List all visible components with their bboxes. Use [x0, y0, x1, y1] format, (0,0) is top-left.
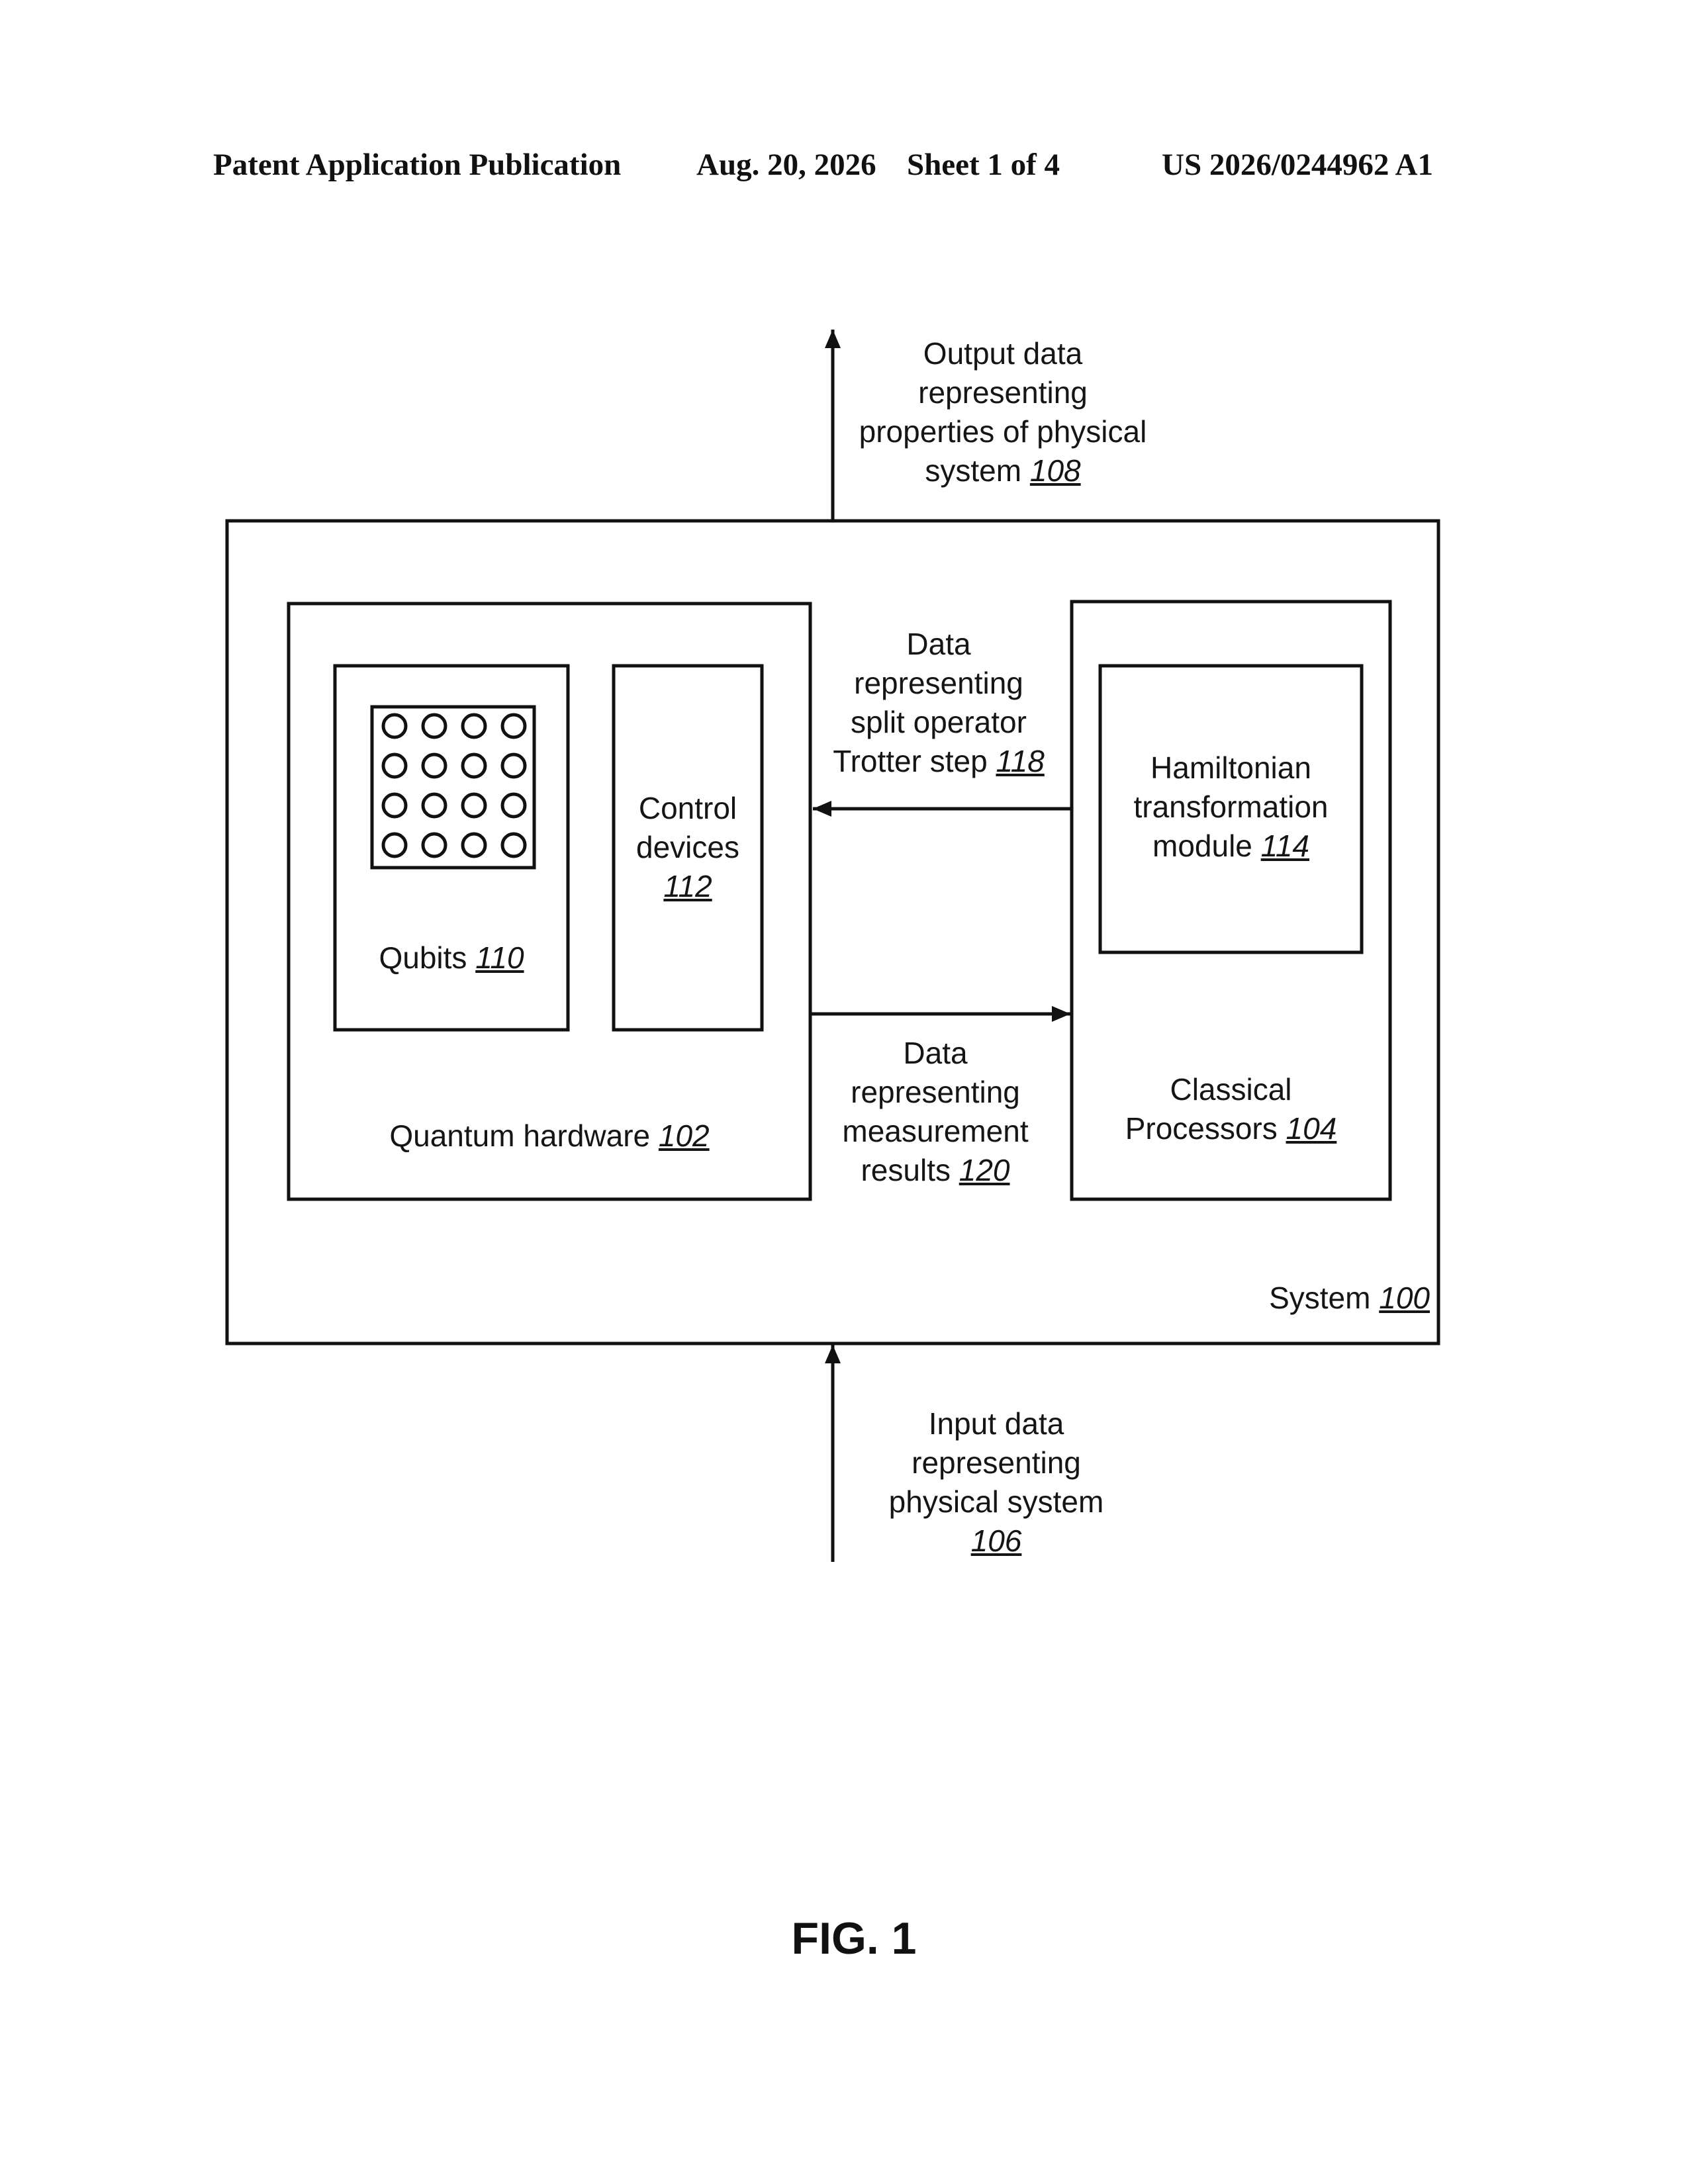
qubit-circle [463, 754, 485, 777]
trotter-line-4: Trotter step [833, 744, 987, 778]
qubits-ref: 110 [475, 940, 524, 975]
measurement-line-4: results [861, 1153, 950, 1187]
hamiltonian-line-2: transformation [1100, 788, 1362, 827]
qubit-circle [423, 794, 445, 817]
system-text: System [1269, 1281, 1370, 1315]
qubits-label: Qubits 110 [335, 938, 568, 978]
trotter-line-1: Data [803, 625, 1074, 664]
output-line-1: Output data [837, 334, 1168, 373]
classical-line-1: Classical [1072, 1070, 1390, 1109]
qubit-circle [463, 794, 485, 817]
qubit-grid [372, 707, 534, 868]
qubit-circles [383, 715, 525, 856]
hamiltonian-line-1: Hamiltonian [1100, 749, 1362, 788]
input-line-3: physical system [857, 1482, 1135, 1522]
output-line-3: properties of physical [837, 412, 1168, 451]
output-line-4: system [925, 453, 1021, 488]
control-devices-label: Control devices 112 [614, 789, 762, 906]
quantum-hardware-text: Quantum hardware [389, 1118, 650, 1153]
trotter-ref: 118 [996, 744, 1044, 778]
output-label: Output data representing properties of p… [837, 334, 1168, 490]
input-line-2: representing [857, 1443, 1135, 1482]
qubit-circle [383, 754, 406, 777]
classical-line-2: Processors [1125, 1111, 1278, 1146]
qubit-circle [463, 715, 485, 737]
input-line-1: Input data [857, 1404, 1135, 1443]
measurement-line-1: Data [803, 1034, 1068, 1073]
measurement-line-3: measurement [803, 1112, 1068, 1151]
qubit-circle [383, 794, 406, 817]
quantum-hardware-label: Quantum hardware 102 [289, 1116, 810, 1156]
qubit-circle [463, 834, 485, 856]
output-line-2: representing [837, 373, 1168, 412]
qubit-circle [502, 715, 525, 737]
trotter-label: Data representing split operator Trotter… [803, 625, 1074, 781]
system-label: System 100 [1225, 1279, 1430, 1318]
hamiltonian-label: Hamiltonian transformation module 114 [1100, 749, 1362, 866]
measurement-label: Data representing measurement results 12… [803, 1034, 1068, 1190]
qubit-circle [383, 715, 406, 737]
output-ref: 108 [1030, 453, 1081, 488]
qubit-circle [502, 754, 525, 777]
qubits-text: Qubits [379, 940, 467, 975]
classical-processors-label: Classical Processors 104 [1072, 1070, 1390, 1148]
qubit-circle [502, 794, 525, 817]
input-ref: 106 [857, 1522, 1135, 1561]
hamiltonian-line-3: module [1152, 829, 1252, 863]
control-ref: 112 [614, 867, 762, 906]
control-line-1: Control [614, 789, 762, 828]
qubit-circle [423, 754, 445, 777]
measurement-ref: 120 [959, 1153, 1010, 1187]
qubit-circle [502, 834, 525, 856]
hamiltonian-ref: 114 [1261, 829, 1309, 863]
control-line-2: devices [614, 828, 762, 867]
trotter-line-2: representing [803, 664, 1074, 703]
measurement-line-2: representing [803, 1073, 1068, 1112]
figure-label: FIG. 1 [0, 1913, 1688, 1964]
system-ref: 100 [1379, 1281, 1430, 1315]
trotter-line-3: split operator [803, 703, 1074, 742]
input-label: Input data representing physical system … [857, 1404, 1135, 1561]
quantum-hardware-ref: 102 [659, 1118, 710, 1153]
qubit-circle [423, 715, 445, 737]
classical-ref: 104 [1286, 1111, 1337, 1146]
qubit-circle [383, 834, 406, 856]
qubit-circle [423, 834, 445, 856]
